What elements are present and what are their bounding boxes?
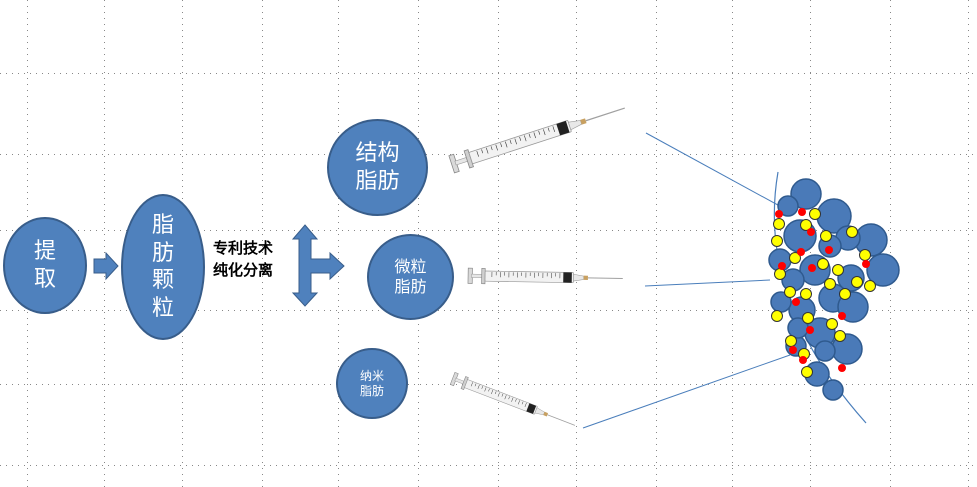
particles-label-4: 粒 xyxy=(151,295,174,321)
three-way-arrow-icon xyxy=(291,224,345,307)
extract-label-2: 取 xyxy=(33,266,56,292)
structural-label-1: 结构 xyxy=(355,141,400,166)
micro-fat-node: 微粒 脂肪 xyxy=(367,234,454,320)
connector-line-structural xyxy=(645,132,788,211)
nano-label-1: 纳米 xyxy=(359,368,384,383)
syringe-icon-nano xyxy=(449,371,576,426)
structural-fat-node: 结构 脂肪 xyxy=(327,119,428,216)
tech-label-line1: 专利技术 xyxy=(213,239,274,257)
connector-line-nano xyxy=(582,354,791,429)
fat-particles-node: 脂 肪 颗 粒 xyxy=(121,194,205,340)
particles-label-2: 肪 xyxy=(151,240,174,266)
fat-cell-cluster xyxy=(768,178,900,401)
micro-label-2: 脂肪 xyxy=(394,277,427,296)
micro-label-1: 微粒 xyxy=(394,257,427,276)
extract-label-1: 提 xyxy=(33,239,56,264)
syringe-icon-micro xyxy=(467,267,623,285)
particles-label-1: 脂 xyxy=(151,213,174,238)
syringe-icon-structural xyxy=(448,107,625,174)
connector-line-micro xyxy=(644,279,771,287)
extract-node: 提 取 xyxy=(3,217,87,314)
nano-fat-node: 纳米 脂肪 xyxy=(336,348,408,419)
tech-label-line2: 纯化分离 xyxy=(213,260,274,279)
structural-label-2: 脂肪 xyxy=(355,168,400,194)
right-arrow-icon xyxy=(93,251,119,281)
particles-label-3: 颗 xyxy=(151,268,174,293)
tech-label: 专利技术 纯化分离 xyxy=(213,238,273,282)
nano-label-2: 脂肪 xyxy=(359,383,384,398)
